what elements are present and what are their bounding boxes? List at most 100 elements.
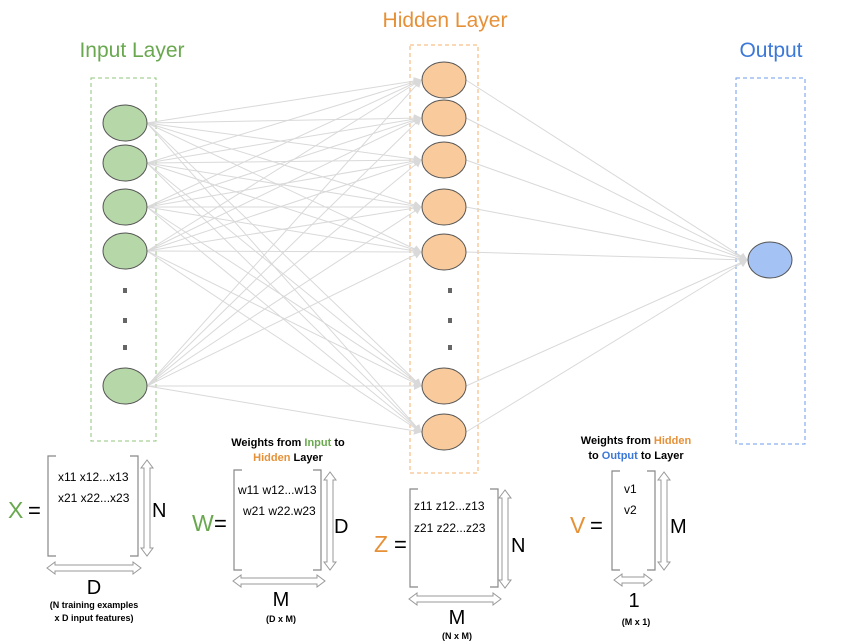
matrix-v-cols-arrow [613,573,653,587]
input-node-2 [102,144,148,182]
edge-input-2-hidden-3 [146,156,422,165]
edge-input-2-hidden-2 [146,115,422,164]
matrix-x-rows-dim: N [152,500,166,522]
output-layer-title: Output [739,39,802,62]
edge-input-3-hidden-1 [146,79,422,208]
matrix-z-right-bracket [490,488,499,588]
matrix-x: X = x11 x12...x13 x21 x22...x23 N D (N t… [8,455,166,623]
edge-input-1-hidden-1 [146,77,422,124]
matrix-v-caption-line2: to Output to Layer [588,450,684,462]
edge-input-5-hidden-1 [146,79,422,387]
matrix-z-rows-dim: N [511,535,525,557]
matrix-z-row1: z11 z12...z13 [414,499,485,513]
matrix-x-eq: = [28,498,41,523]
matrix-v-rows-dim: M [670,516,687,538]
matrix-w-caption-line2: Hidden Layer [253,452,323,464]
matrix-v-var: V [570,512,586,538]
edge-hidden-7-output [465,259,748,433]
matrix-z: Z = z11 z12...z13 z21 z22...z23 N M (N x… [374,488,525,641]
edge-input-5-hidden-7 [146,385,422,435]
input-node-1 [102,104,148,142]
hidden-node-4 [421,188,467,226]
edge-input-1-hidden-3 [146,122,422,164]
hidden-node-5 [421,233,467,271]
hidden-node-7 [421,413,467,451]
matrix-z-left-bracket [409,488,418,588]
matrix-x-cols-dim: D [87,577,101,599]
edge-input-4-hidden-4 [146,204,422,252]
matrix-z-cols-dim: M [449,607,466,629]
edge-input-5-hidden-3 [146,159,422,387]
matrix-v-cols-dim: 1 [628,590,639,612]
matrix-v-row2: v2 [624,503,637,517]
matrix-v-caption-line1: Weights from Hidden [581,435,692,447]
edge-input-3-hidden-3 [146,157,422,208]
matrix-z-eq: = [394,532,407,557]
edge-hidden-4-output [465,206,748,263]
edge-input-3-hidden-2 [146,116,422,208]
input-ellipsis [123,288,127,350]
edge-input-4-hidden-3 [146,158,422,252]
matrix-v-eq: = [590,513,603,538]
edge-hidden-5-output [465,251,748,264]
matrix-z-rows-arrow [498,489,512,589]
matrix-w-rows-dim: D [334,516,348,538]
edge-input-1-hidden-6 [146,122,422,387]
matrix-w-caption-line1: Weights from Input to [231,437,345,449]
matrix-x-var: X [8,497,23,523]
edge-input-5-hidden-4 [146,206,422,387]
edge-input-5-hidden-5 [146,251,422,387]
matrix-w-var: W [192,510,214,536]
matrix-v-shape: (M x 1) [622,617,651,627]
hidden-ellipsis [448,288,452,350]
hidden-node-2 [421,99,467,137]
matrix-v-right-bracket [647,470,656,571]
matrix-v: Weights from Hidden to Output to Layer V… [570,435,691,627]
hidden-node-6 [421,367,467,405]
matrix-w-row1: w11 w12...w13 [237,483,317,497]
input-node-3 [102,188,148,226]
matrix-w-left-bracket [233,469,242,571]
connection-edges [146,77,748,435]
matrix-w: Weights from Input to Hidden Layer W = w… [192,437,348,624]
edge-hidden-3-output [465,159,748,262]
input-node-5 [102,367,148,405]
matrix-x-rows-arrow [140,459,154,557]
edge-input-4-hidden-2 [146,117,422,252]
matrix-z-row2: z21 z22...z23 [414,521,486,535]
hidden-layer-title: Hidden Layer [383,9,508,32]
matrix-w-row2: w21 w22.w23 [242,504,316,518]
edge-hidden-1-output [465,79,748,261]
edge-input-4-hidden-1 [146,79,422,252]
edge-hidden-6-output [465,259,748,387]
matrix-x-cols-arrow [46,561,142,575]
matrix-x-left-bracket [47,455,56,557]
matrix-w-cols-dim: M [273,589,290,611]
matrix-w-rows-arrow [323,471,337,571]
matrix-x-row1: x11 x12...x13 [58,470,129,484]
matrix-v-row1: v1 [624,482,637,496]
matrix-w-cols-arrow [232,574,326,588]
matrix-z-var: Z [374,531,388,557]
matrix-w-right-bracket [313,469,322,571]
network-nodes [102,61,793,451]
matrix-v-rows-arrow [657,471,671,571]
matrix-v-left-bracket [611,470,620,571]
output-layer-box [735,77,806,445]
input-node-4 [102,232,148,270]
matrix-w-eq: = [214,511,227,536]
input-layer-title: Input Layer [79,39,184,62]
edge-input-1-hidden-5 [146,122,422,253]
hidden-node-3 [421,141,467,179]
matrix-z-shape: (N x M) [442,631,472,641]
edge-input-2-hidden-6 [146,162,422,387]
edge-input-1-hidden-7 [146,122,422,433]
edge-input-4-hidden-7 [146,250,422,433]
input-layer-box [90,77,157,442]
hidden-node-1 [421,61,467,99]
edge-input-2-hidden-7 [146,162,422,433]
matrix-x-row2: x21 x22...x23 [58,491,130,505]
edge-input-5-hidden-2 [146,117,422,387]
matrix-x-right-bracket [130,455,139,557]
